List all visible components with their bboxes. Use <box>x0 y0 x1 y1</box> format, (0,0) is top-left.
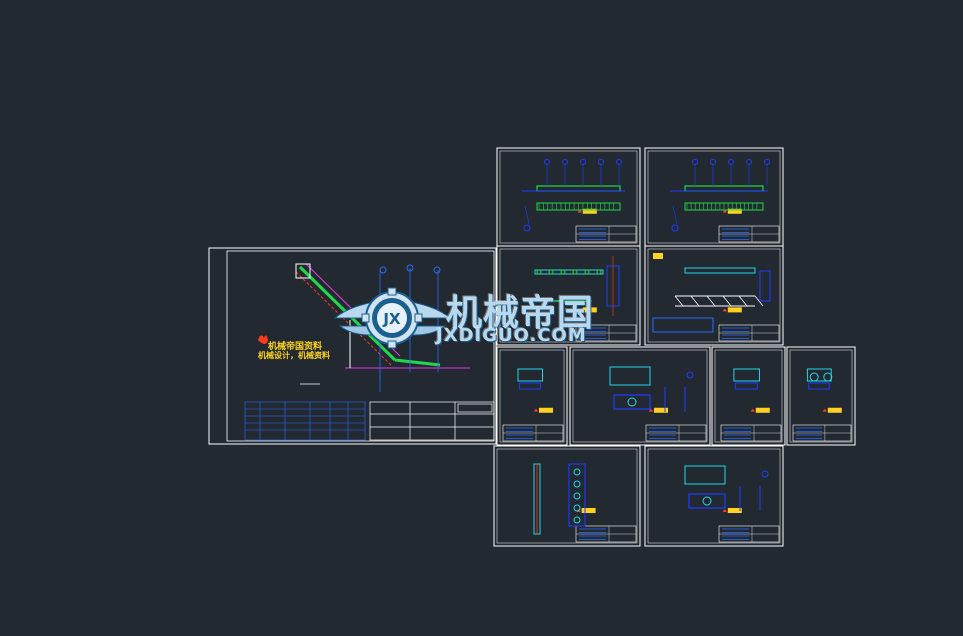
parts-list-table <box>244 401 366 441</box>
detail-sheet-5 <box>496 346 568 446</box>
detail-sheet-9 <box>493 445 641 547</box>
main-drawing-sheet <box>208 247 497 445</box>
detail-sheet-1 <box>496 147 641 247</box>
watermark-site: JXDIGUO.COM <box>436 325 587 346</box>
detail-sheet-3 <box>496 245 641 346</box>
detail-sheet-4 <box>644 245 784 346</box>
watermark-title: 机械帝国 <box>446 293 595 334</box>
gear-icon: JX <box>361 287 423 349</box>
detail-sheet-2 <box>644 147 784 247</box>
logo-letters: JX <box>382 310 401 328</box>
sheet-brand-note: 机械帝国资料 <box>268 342 323 352</box>
detail-sheet-7 <box>711 346 786 446</box>
main-title-block <box>369 401 495 441</box>
sheet-slogan-note: 机械设计，机械资料 <box>258 351 330 360</box>
detail-sheet-10 <box>644 445 784 547</box>
company-flame-icon <box>258 335 268 344</box>
detail-sheet-6 <box>569 346 711 446</box>
detail-sheet-8 <box>786 346 856 446</box>
jxdiguo-watermark-logo: JX <box>333 287 452 349</box>
detail-sheets-group <box>493 147 856 547</box>
